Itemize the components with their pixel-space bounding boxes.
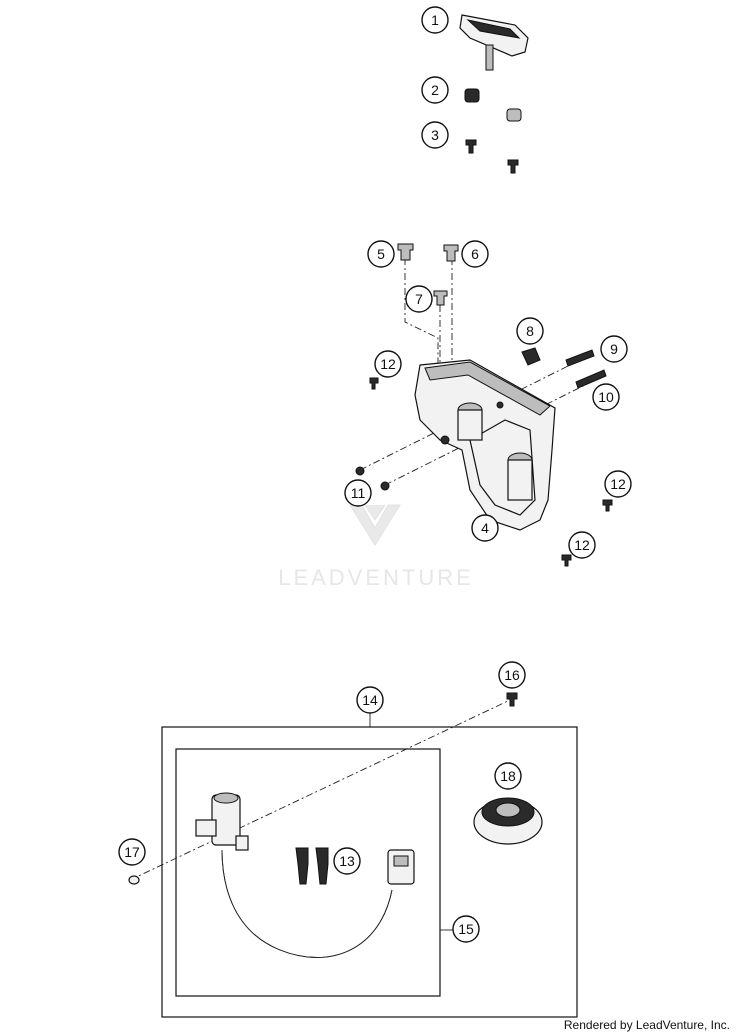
callout-16: 16 (498, 661, 526, 689)
dashboard-screen-part (466, 19, 521, 39)
svg-text:8: 8 (526, 323, 534, 339)
screw-part (369, 377, 379, 390)
callout-1: 1 (421, 6, 449, 34)
clip-nut-part (521, 347, 541, 366)
connector-part (387, 849, 415, 885)
screw-part (602, 499, 613, 512)
svg-text:11: 11 (351, 485, 366, 501)
bracket-assembly (355, 243, 613, 567)
watermark-logo-icon (349, 504, 401, 546)
fuel-cap-lock-part (495, 802, 521, 818)
svg-text:13: 13 (339, 853, 355, 869)
render-credit: Rendered by LeadVenture, Inc. (563, 1018, 730, 1032)
watermark-text: LEADVENTURE (278, 565, 474, 590)
nut-part (380, 481, 390, 491)
key-slot-part (213, 792, 239, 804)
bolt-part (565, 349, 595, 367)
lock-set-frame (161, 726, 578, 1018)
callout-6: 6 (461, 240, 489, 268)
svg-text:17: 17 (124, 844, 140, 860)
bushing-part (397, 243, 414, 261)
bracket-top-plate-part (424, 361, 551, 416)
svg-text:14: 14 (362, 692, 378, 708)
screw-part (561, 554, 572, 567)
wire-harness-part (221, 849, 393, 958)
callout-15: 15 (452, 915, 480, 943)
bushing-part (443, 244, 459, 262)
callout-18: 18 (494, 762, 522, 790)
callout-12: 12 (374, 350, 402, 378)
callout-7: 7 (405, 285, 433, 313)
callout-9: 9 (600, 335, 628, 363)
callout-3: 3 (421, 121, 449, 149)
svg-text:12: 12 (574, 537, 590, 553)
leader-line (129, 699, 511, 881)
svg-text:3: 3 (431, 127, 439, 143)
ignition-switch-frame (175, 748, 441, 997)
svg-text:12: 12 (380, 356, 396, 372)
callout-14: 14 (356, 686, 384, 714)
bolt-hole-part (496, 401, 504, 409)
grommet-part (464, 88, 480, 103)
key-part (295, 847, 309, 885)
tube-part (457, 409, 483, 441)
callout-13: 13 (333, 847, 361, 875)
bolt-part (575, 369, 607, 389)
svg-text:2: 2 (431, 82, 439, 98)
callout-5: 5 (367, 240, 395, 268)
key-part (315, 847, 329, 885)
screw-part (507, 159, 519, 174)
connector-latch-part (393, 855, 409, 867)
svg-text:4: 4 (481, 520, 489, 536)
switch-mount-part (195, 819, 217, 837)
callout-12: 12 (568, 531, 596, 559)
callout-17: 17 (118, 838, 146, 866)
screw-part (506, 692, 518, 707)
bushing-part (433, 290, 448, 306)
leader-line (404, 258, 439, 370)
bolt-hole-part (440, 435, 450, 445)
callout-labels: 1 2 3 4 5 6 7 8 9 10 11 12 12 12 13 14 1… (118, 6, 632, 943)
tube-part (507, 459, 533, 501)
svg-text:16: 16 (504, 667, 520, 683)
dashboard-assembly (459, 14, 529, 174)
callout-11: 11 (344, 479, 372, 507)
callout-12: 12 (604, 470, 632, 498)
ring-part (128, 875, 140, 885)
svg-text:1: 1 (431, 12, 439, 28)
callout-4: 4 (471, 514, 499, 542)
dashboard-stem-part (485, 44, 494, 71)
svg-text:9: 9 (610, 341, 618, 357)
grommet-part (506, 108, 522, 122)
svg-text:12: 12 (610, 476, 626, 492)
svg-text:18: 18 (500, 768, 516, 784)
svg-text:15: 15 (458, 921, 474, 937)
leadventure-watermark: LEADVENTURE (278, 504, 474, 590)
svg-text:6: 6 (471, 246, 479, 262)
svg-text:7: 7 (415, 291, 423, 307)
svg-text:5: 5 (377, 246, 385, 262)
switch-mount-part (235, 835, 249, 851)
leader-line (359, 354, 591, 471)
svg-text:10: 10 (598, 389, 614, 405)
callout-10: 10 (592, 383, 620, 411)
screw-part (465, 139, 477, 154)
callout-2: 2 (421, 76, 449, 104)
nut-part (355, 466, 365, 476)
lock-set-assembly (128, 692, 578, 1018)
callout-8: 8 (516, 317, 544, 345)
